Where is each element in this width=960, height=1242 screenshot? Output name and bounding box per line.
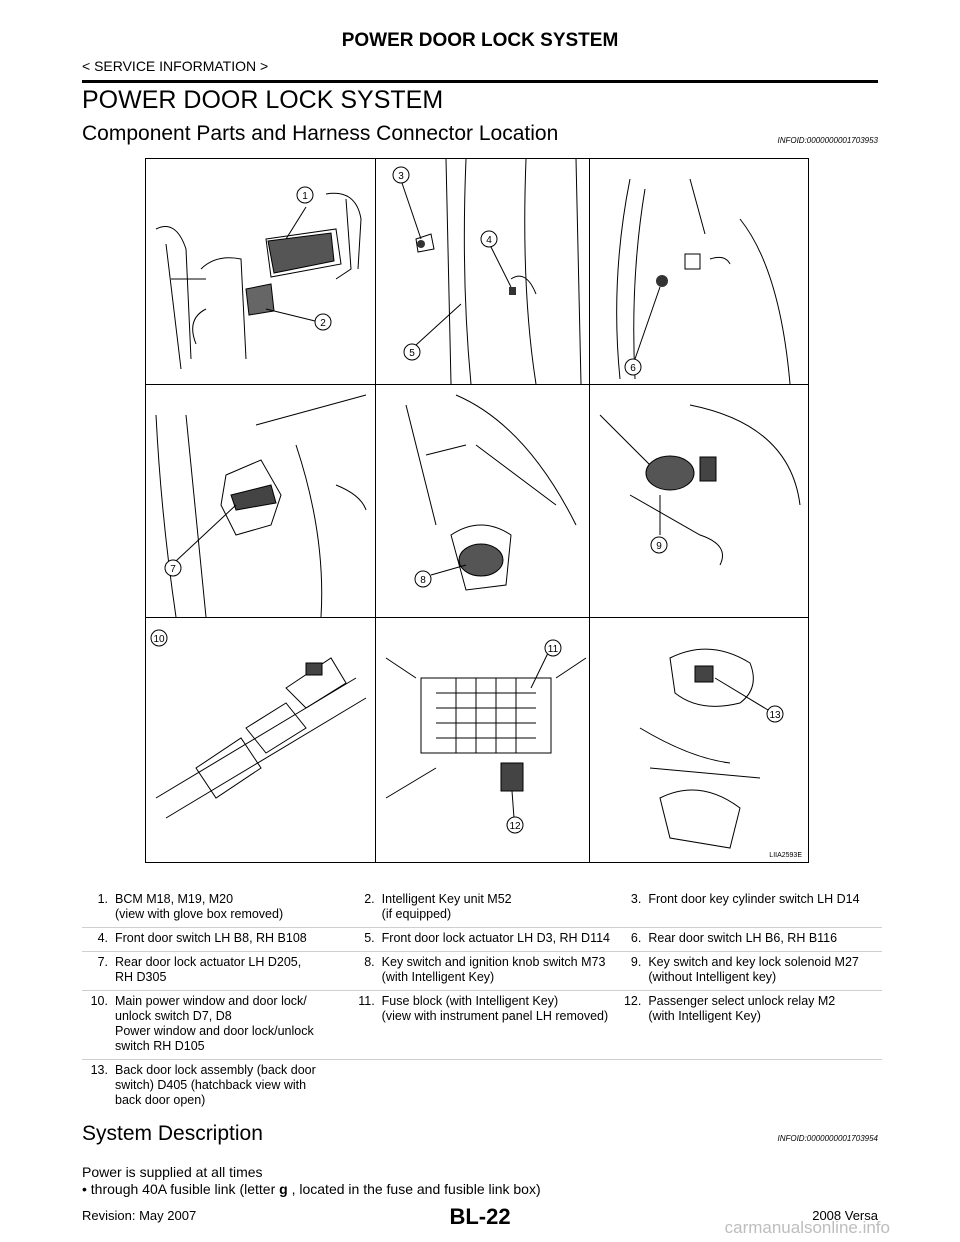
page-title: POWER DOOR LOCK SYSTEM — [82, 86, 444, 114]
legend-item: 12. Passenger select unlock relay M2 (wit… — [615, 991, 882, 1059]
info-id: INFOID:0000000001703954 — [777, 1134, 878, 1143]
legend-item: 13. Back door lock assembly (back door sw… — [82, 1060, 349, 1113]
grid-divider — [146, 384, 808, 385]
legend-item: 4. Front door switch LH B8, RH B108 — [82, 928, 349, 951]
diagram-bcm: 1 2 — [146, 159, 375, 384]
legend-text: Main power window and door lock/ unlock … — [115, 994, 314, 1053]
diagram-key-lock-solenoid: 9 — [590, 385, 808, 617]
info-id: INFOID:0000000001703953 — [777, 136, 878, 145]
legend-text: Front door switch LH B8, RH B108 — [115, 931, 307, 945]
fusible-link-letter: g — [279, 1181, 288, 1197]
footer-model: 2008 Versa — [812, 1208, 878, 1223]
grid-divider — [375, 159, 376, 862]
component-location-figure: 1 2 3 4 5 — [145, 158, 809, 863]
legend-text: Passenger select unlock relay M2 (with I… — [648, 994, 836, 1023]
legend-text: Back door lock assembly (back door switc… — [115, 1063, 316, 1107]
figure-code: LIIA2593E — [769, 852, 802, 859]
page-header-title: POWER DOOR LOCK SYSTEM — [341, 30, 619, 51]
callout-5: 5 — [409, 348, 415, 359]
body-paragraph: Power is supplied at all times — [82, 1164, 263, 1180]
legend-number: 2. — [364, 892, 375, 906]
legend-number: 9. — [630, 955, 642, 969]
watermark: carmanualsonline.info — [724, 1218, 890, 1237]
grid-divider — [589, 159, 590, 862]
legend-row: 13. Back door lock assembly (back door sw… — [82, 1059, 882, 1113]
callout-7: 7 — [170, 564, 176, 575]
legend-item: 5. Front door lock actuator LH D3, RH D11… — [349, 928, 616, 951]
legend-text: Key switch and key lock solenoid M27 (wi… — [648, 955, 859, 984]
legend-text: Fuse block (with Intelligent Key) (view … — [381, 994, 609, 1023]
legend-row: 4. Front door switch LH B8, RH B108 5. Fro… — [82, 927, 882, 951]
legend-text: Front door lock actuator LH D3, RH D114 — [381, 931, 611, 945]
bullet-marker: • — [82, 1181, 87, 1197]
legend-number: 11. — [358, 994, 375, 1008]
legend-text: Intelligent Key unit M52 (if equipped) — [381, 892, 512, 921]
callout-8: 8 — [420, 575, 426, 586]
legend-number: 13. — [90, 1063, 108, 1077]
bullet-text-post: , located in the fuse and fusible link b… — [287, 1181, 541, 1197]
footer-page-number: BL-22 — [449, 1204, 511, 1229]
callout-9: 9 — [656, 541, 662, 552]
legend-item: 10. Main power window and door lock/ unlo… — [82, 991, 349, 1059]
legend-item: 9. Key switch and key lock solenoid M27 (… — [615, 952, 882, 990]
legend-number: 5. — [364, 931, 375, 945]
legend-item: 8. Key switch and ignition knob switch M7… — [349, 952, 616, 990]
diagram-front-door: 3 4 5 — [376, 159, 589, 384]
diagram-fuse-block: 11 12 — [376, 618, 589, 862]
legend-number: 7. — [97, 955, 108, 969]
diagram-back-door-lock: 13 — [590, 618, 808, 862]
bullet-text-pre: through 40A fusible link (letter — [90, 1181, 280, 1197]
body-bullet: • through 40A fusible link (letter g , l… — [82, 1181, 541, 1197]
callout-6: 6 — [630, 363, 636, 374]
legend-row: 7. Rear door lock actuator LH D205, RH D3… — [82, 951, 882, 990]
callout-2: 2 — [320, 318, 326, 329]
legend-text: Front door key cylinder switch LH D14 — [648, 892, 860, 906]
legend-text: Rear door switch LH B6, RH B116 — [648, 931, 838, 945]
callout-1: 1 — [302, 191, 308, 202]
callout-11: 11 — [548, 644, 559, 655]
diagram-ignition-knob: 8 — [376, 385, 589, 617]
header-rule — [82, 80, 878, 83]
legend-item: 11. Fuse block (with Intelligent Key) (vi… — [349, 991, 616, 1059]
legend-row: 10. Main power window and door lock/ unlo… — [82, 990, 882, 1059]
callout-3: 3 — [398, 171, 404, 182]
legend-table: 1. BCM M18, M19, M20 (view with glove box… — [82, 889, 882, 1113]
diagram-rear-door-actuator: 7 — [146, 385, 375, 617]
legend-number: 1. — [97, 892, 108, 906]
legend-number: 12. — [623, 994, 642, 1008]
legend-item: 7. Rear door lock actuator LH D205, RH D3… — [82, 952, 349, 990]
legend-item: 1. BCM M18, M19, M20 (view with glove box… — [82, 889, 349, 927]
callout-13: 13 — [769, 710, 781, 721]
legend-text: Key switch and ignition knob switch M73 … — [381, 955, 606, 984]
legend-item: 2. Intelligent Key unit M52 (if equipped) — [349, 889, 616, 927]
legend-number: 10. — [90, 994, 108, 1008]
legend-number: 8. — [364, 955, 375, 969]
legend-text: BCM M18, M19, M20 (view with glove box r… — [115, 892, 284, 921]
legend-item: 6. Rear door switch LH B6, RH B116 — [615, 928, 882, 951]
section-title-system: System Description — [82, 1122, 263, 1145]
grid-divider — [146, 617, 808, 618]
legend-item: 3. Front door key cylinder switch LH D14 — [615, 889, 882, 927]
diagram-power-window-switch: 10 — [146, 618, 375, 862]
legend-number: 4. — [97, 931, 108, 945]
breadcrumb: < SERVICE INFORMATION > — [82, 58, 269, 74]
callout-10: 10 — [153, 634, 165, 645]
footer-revision: Revision: May 2007 — [82, 1208, 197, 1223]
legend-text: Rear door lock actuator LH D205, RH D305 — [115, 955, 302, 984]
section-title-components: Component Parts and Harness Connector Lo… — [82, 122, 559, 145]
legend-row: 1. BCM M18, M19, M20 (view with glove box… — [82, 889, 882, 927]
callout-4: 4 — [486, 235, 492, 246]
callout-12: 12 — [509, 821, 521, 832]
diagram-rear-door-switch: 6 — [590, 159, 808, 384]
legend-number: 6. — [630, 931, 642, 945]
legend-number: 3. — [630, 892, 642, 906]
